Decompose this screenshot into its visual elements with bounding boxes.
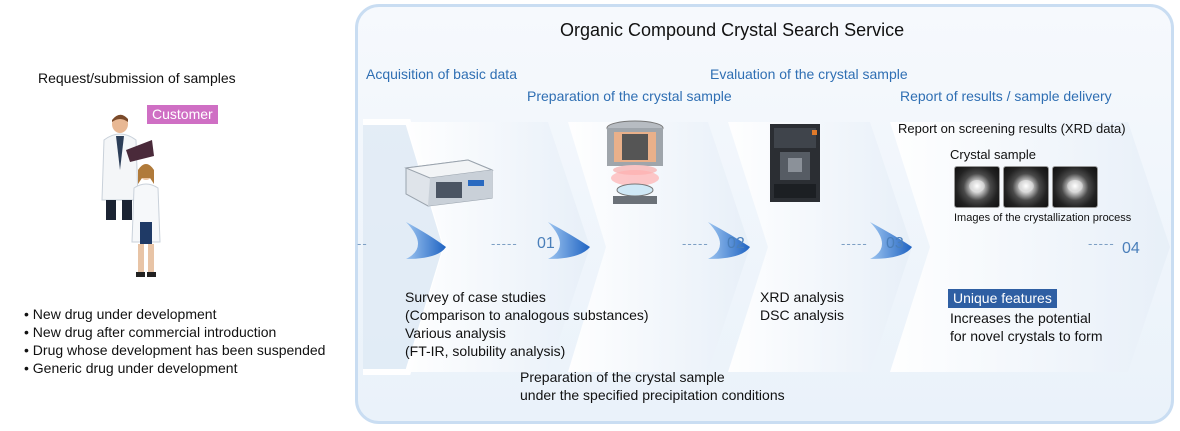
request-label: Request/submission of samples (38, 70, 236, 86)
crystal-image-1 (954, 166, 1000, 208)
drug-type-list: • New drug under development • New drug … (24, 305, 325, 377)
connector-dash: ----- (1088, 236, 1115, 251)
step-3-title: Evaluation of the crystal sample (710, 66, 908, 82)
connector-dash: ----- (682, 236, 709, 251)
list-item: • New drug under development (24, 306, 217, 322)
step-4-description: Increases the potential for novel crysta… (950, 310, 1103, 344)
xrd-instrument-icon (770, 124, 820, 202)
step-1-description: Survey of case studies (Comparison to an… (405, 289, 649, 359)
doctors-illustration-icon (101, 114, 161, 277)
crystal-image-2 (1003, 166, 1049, 208)
step-1-title: Acquisition of basic data (366, 66, 517, 82)
crystallization-vessel-icon (606, 120, 664, 204)
step-1-number: 01 (537, 235, 555, 252)
step-3-description: XRD analysis DSC analysis (760, 289, 845, 323)
analysis-instrument-icon (404, 159, 494, 207)
unique-features-badge: Unique features (948, 289, 1057, 308)
step-4-number: 04 (1122, 240, 1140, 257)
report-label: Report on screening results (XRD data) (898, 121, 1126, 136)
step-2-description: Preparation of the crystal sample under … (520, 369, 785, 403)
list-item: • Drug whose development has been suspen… (24, 342, 326, 358)
process-flow-chevrons (363, 119, 1170, 375)
step-3-number: 03 (886, 235, 904, 252)
images-caption: Images of the crystallization process (954, 212, 1132, 224)
page-title: Organic Compound Crystal Search Service (560, 20, 905, 40)
step-4-title: Report of results / sample delivery (900, 88, 1112, 104)
step-2-number: 02 (727, 235, 745, 252)
list-item: • Generic drug under development (24, 360, 238, 376)
connector-dash: ----- (491, 236, 518, 251)
connector-dash: ----- (841, 236, 868, 251)
crystal-image-3 (1052, 166, 1098, 208)
crystal-sample-label: Crystal sample (950, 147, 1036, 162)
service-panel (355, 4, 1174, 424)
list-item: • New drug after commercial introduction (24, 324, 277, 340)
customer-badge: Customer (147, 105, 218, 124)
connector-dash: -- (357, 236, 368, 251)
step-2-title: Preparation of the crystal sample (527, 88, 732, 104)
